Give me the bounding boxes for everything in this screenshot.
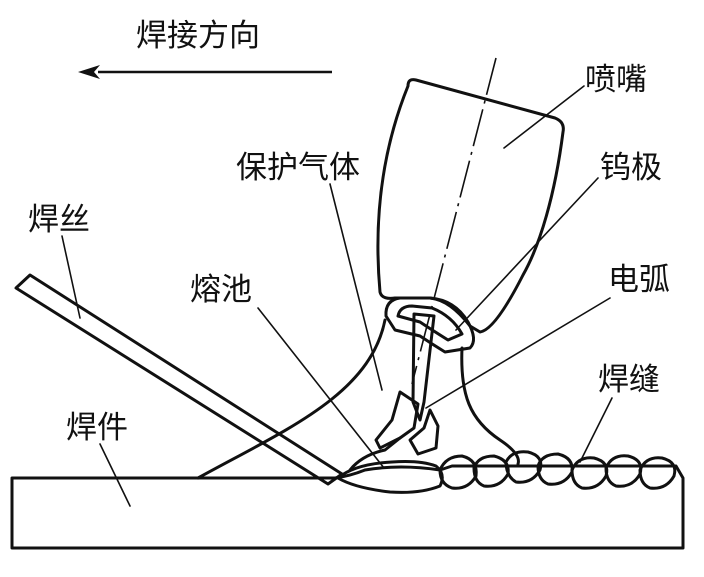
- leader-filler-wire: [61, 235, 81, 319]
- label-filler-wire: 焊丝: [28, 202, 90, 238]
- shielding-gas-envelope-right: [460, 346, 520, 466]
- filler-wire: [14, 273, 344, 486]
- label-tungsten-electrode: 钨极: [600, 150, 662, 186]
- label-weld-seam: 焊缝: [598, 362, 660, 398]
- weld-pool-left-edge: [348, 436, 402, 472]
- nozzle-tip-inner: [396, 304, 464, 342]
- leader-workpiece: [99, 443, 131, 507]
- label-workpiece: 焊件: [66, 410, 128, 446]
- arc-cone: [374, 390, 420, 450]
- leader-shielding-gas: [329, 183, 383, 391]
- label-nozzle: 喷嘴: [585, 62, 647, 98]
- label-shielding-gas: 保护气体: [236, 150, 360, 186]
- weld-seam-beads: [438, 450, 677, 490]
- electrode-axis-line: [411, 57, 497, 385]
- leader-weld-seam: [579, 397, 613, 463]
- nozzle-body: [376, 78, 565, 334]
- shielding-gas-envelope: [196, 318, 387, 480]
- leader-tungsten: [455, 177, 599, 331]
- weld-pool: [336, 460, 444, 494]
- leader-nozzle: [503, 85, 585, 149]
- leader-arc: [425, 297, 611, 409]
- leader-weld-pool: [257, 307, 385, 469]
- welding-direction-label: 焊接方向: [136, 18, 260, 54]
- welding-direction: 焊接方向: [78, 18, 332, 79]
- nozzle-tip: [384, 296, 475, 354]
- workpiece: [10, 464, 685, 550]
- arc-cone-right: [408, 408, 440, 456]
- label-arc: 电弧: [608, 262, 670, 298]
- label-weld-pool: 熔池: [190, 272, 252, 308]
- tungsten-electrode: [411, 312, 436, 422]
